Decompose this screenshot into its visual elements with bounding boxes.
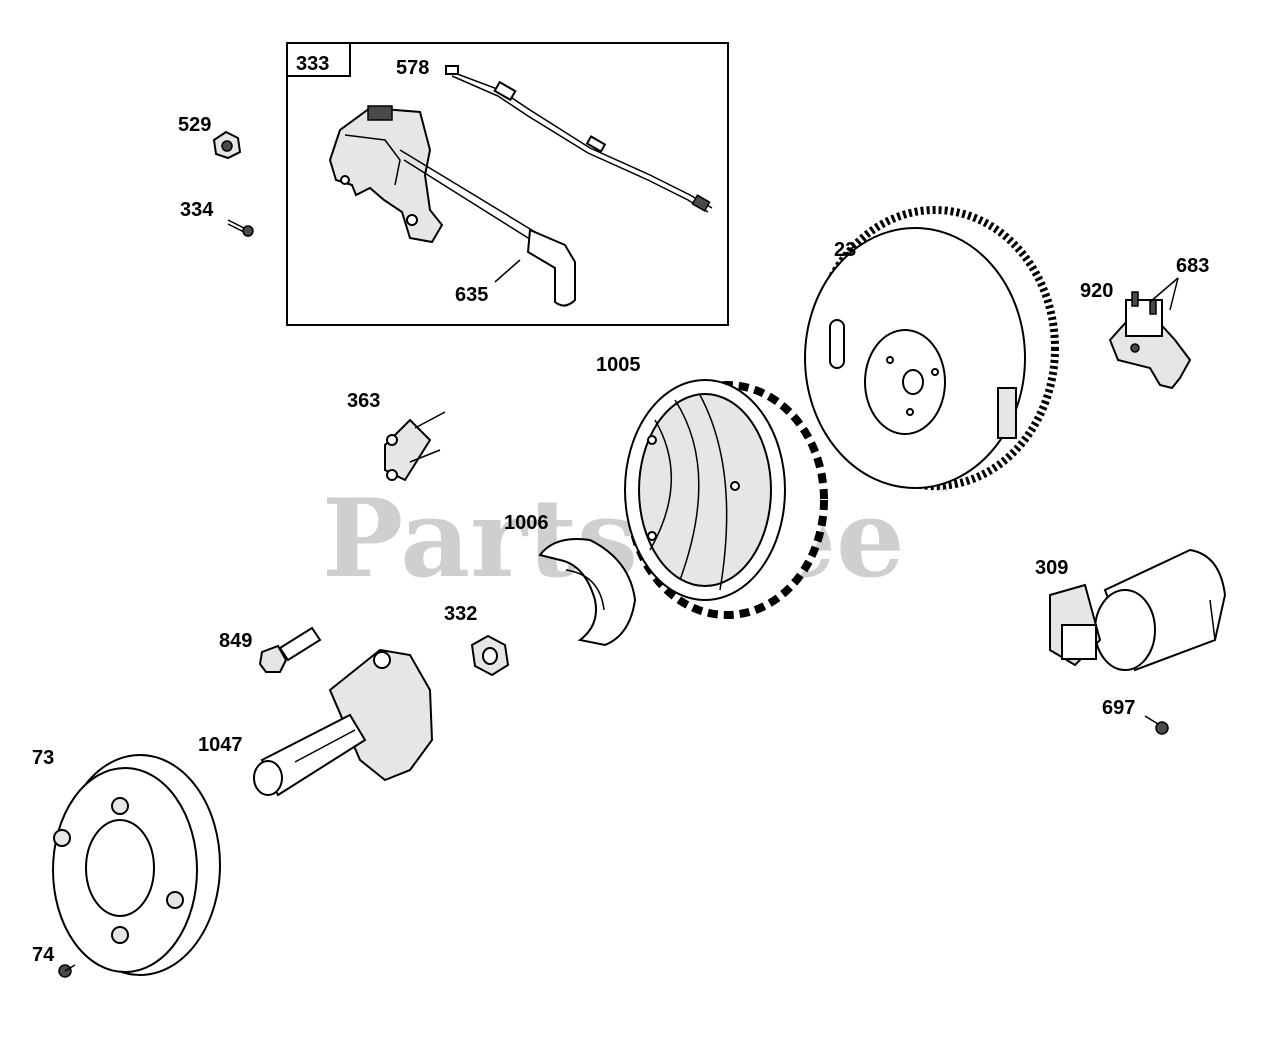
callout-1047[interactable]: 1047 xyxy=(198,734,243,756)
callout-334[interactable]: 334 xyxy=(180,199,214,221)
callout-683[interactable]: 683 xyxy=(1176,255,1209,277)
screw-74[interactable] xyxy=(58,964,76,978)
flywheel-23[interactable] xyxy=(804,206,1059,490)
callout-363[interactable]: 363 xyxy=(347,390,380,412)
callout-1005[interactable]: 1005 xyxy=(596,354,641,376)
bolt-849[interactable] xyxy=(258,626,322,673)
blower-fan-1005[interactable] xyxy=(624,379,828,619)
leader-635 xyxy=(494,259,521,283)
screw-697[interactable] xyxy=(1144,715,1169,735)
callout-73[interactable]: 73 xyxy=(32,747,54,769)
wire-harness-578[interactable] xyxy=(445,65,713,213)
callout-333[interactable]: 333 xyxy=(296,53,329,75)
kit-box-333 xyxy=(286,42,729,326)
cover-73[interactable] xyxy=(52,754,221,976)
stud-plate-363[interactable] xyxy=(384,411,446,482)
flange-nut-332[interactable] xyxy=(470,634,510,677)
nut-529[interactable] xyxy=(212,130,242,160)
callout-849[interactable]: 849 xyxy=(219,630,252,652)
retainer-1006[interactable] xyxy=(538,538,637,647)
callout-635[interactable]: 635 xyxy=(455,284,488,306)
ignition-module-333[interactable] xyxy=(328,105,576,307)
callout-578[interactable]: 578 xyxy=(396,57,429,79)
leader-683-a xyxy=(1149,277,1179,303)
callout-23[interactable]: 23 xyxy=(834,239,856,261)
leader-683-b xyxy=(1169,277,1179,311)
callout-309[interactable]: 309 xyxy=(1035,557,1068,579)
clutch-shaft-1047[interactable] xyxy=(253,648,434,797)
starter-motor-309[interactable] xyxy=(1049,548,1227,672)
callout-332[interactable]: 332 xyxy=(444,603,477,625)
starter-solenoid-920[interactable] xyxy=(1108,291,1192,390)
callout-920[interactable]: 920 xyxy=(1080,280,1113,302)
callout-74[interactable]: 74 xyxy=(32,944,55,966)
screw-334[interactable] xyxy=(227,219,254,237)
callout-1006[interactable]: 1006 xyxy=(504,512,549,534)
callout-529[interactable]: 529 xyxy=(178,114,211,136)
callout-697[interactable]: 697 xyxy=(1102,697,1135,719)
kit-box-333-tab xyxy=(286,42,351,77)
